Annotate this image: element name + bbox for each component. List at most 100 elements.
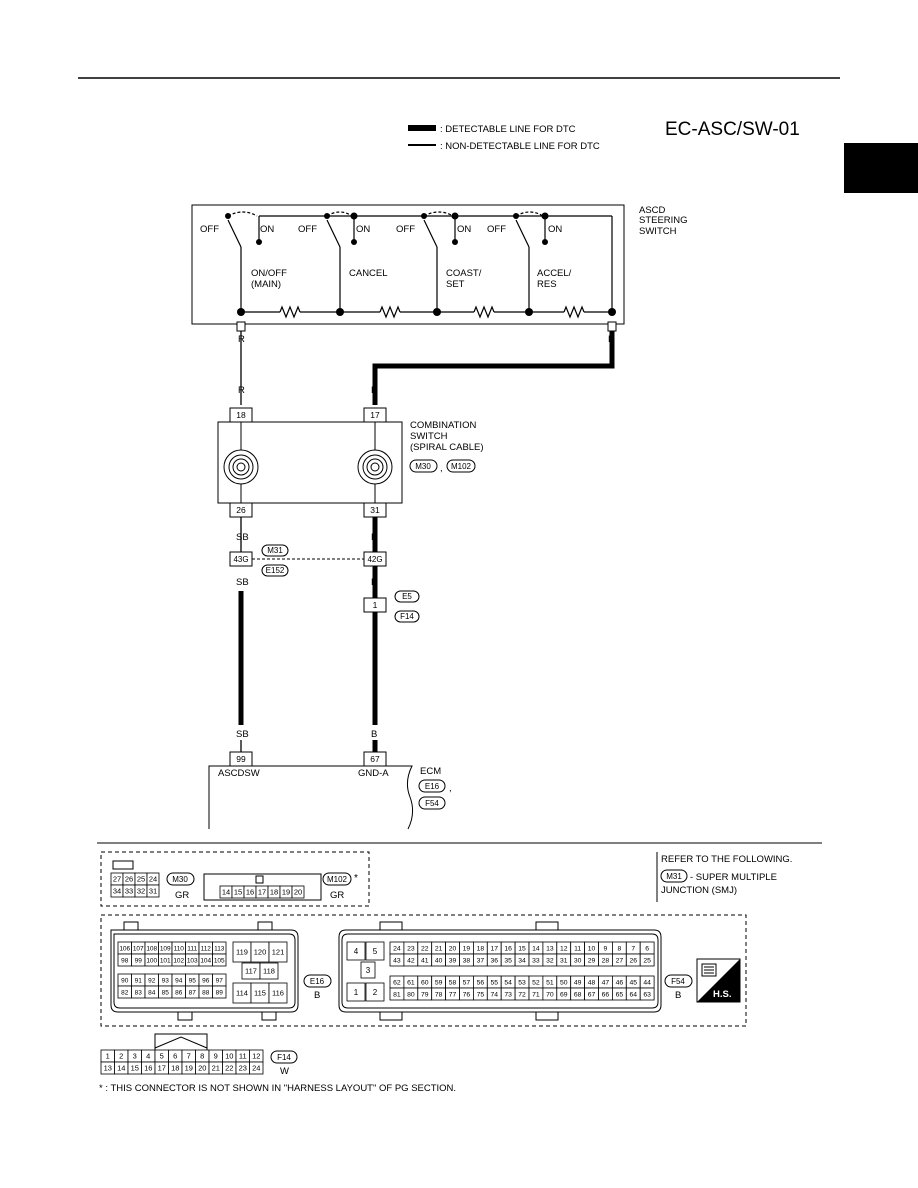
pin-number: 24 <box>393 945 401 952</box>
connector-m30-name: M30 <box>415 462 431 471</box>
pin-number: 63 <box>643 991 651 998</box>
pin-cell <box>268 941 288 963</box>
e16-view-tag <box>303 974 332 988</box>
wire-color-b-2: B <box>371 385 377 396</box>
pin-number: 13 <box>546 945 554 952</box>
refer-smj-text-2: JUNCTION (SMJ) <box>661 885 737 896</box>
terminal-31: 31 <box>370 505 380 515</box>
pin-number: 98 <box>121 957 129 964</box>
pin-number: 106 <box>119 945 130 952</box>
pin-cell <box>639 987 655 1001</box>
connector-m102-tag <box>446 459 476 473</box>
pin-number: 76 <box>463 991 471 998</box>
pin-number: 30 <box>574 957 582 964</box>
pin-number: 25 <box>643 957 651 964</box>
ecm-connectors-dashed-frame <box>100 914 747 1027</box>
pin-number: 6 <box>645 945 649 952</box>
pin-number: 31 <box>560 957 568 964</box>
pin-cell <box>249 1061 264 1075</box>
pin-number: 44 <box>643 979 651 986</box>
switch-internal-wiring <box>227 211 613 319</box>
connector-e5-name: E5 <box>402 592 412 601</box>
pin-number: 80 <box>407 991 415 998</box>
pin-number: 1 <box>106 1052 110 1061</box>
m30-view-tag <box>166 872 195 886</box>
pin-number: 38 <box>463 957 471 964</box>
pin-number: 101 <box>160 957 171 964</box>
switch-on-2: ON <box>356 224 370 235</box>
f54-housing <box>338 929 662 1013</box>
pin-number: 88 <box>202 989 210 996</box>
f14-view-name: F14 <box>277 1053 291 1062</box>
pin-number: 109 <box>160 945 171 952</box>
pin-number: 8 <box>617 945 621 952</box>
refer-heading: REFER TO THE FOLLOWING. <box>661 854 792 865</box>
connector-e16-name: E16 <box>425 782 440 791</box>
f14-view-tag <box>270 1050 298 1064</box>
m30-view-name: M30 <box>172 875 188 884</box>
pin-number: 56 <box>477 979 485 986</box>
e16-latch-2 <box>257 921 273 931</box>
pin-number: 117 <box>245 967 257 976</box>
pin-number: 14 <box>222 888 230 897</box>
pin-number: 12 <box>560 945 568 952</box>
pin-number: 96 <box>202 977 210 984</box>
pin-number: 40 <box>435 957 443 964</box>
pin-number: 46 <box>616 979 624 986</box>
connector-m30-tag <box>409 459 438 473</box>
switch-off-1: OFF <box>200 224 219 235</box>
connector-e152-name: E152 <box>266 566 285 575</box>
e16-inner-housing <box>113 933 296 1009</box>
pin-number: 107 <box>133 945 144 952</box>
pin-number: 77 <box>449 991 457 998</box>
pin-number: 23 <box>407 945 415 952</box>
pin-number: 33 <box>125 887 133 896</box>
f54-view-color: B <box>675 990 681 1001</box>
pin-number: 18 <box>270 888 278 897</box>
pin-number: 119 <box>236 948 248 957</box>
pin-number: 24 <box>149 875 157 884</box>
connector-e5-tag <box>394 590 420 603</box>
pin-number: 8 <box>200 1052 204 1061</box>
connector-m31-tag <box>261 544 289 557</box>
f54-view-tag <box>664 974 693 988</box>
pin-number: 7 <box>187 1052 191 1061</box>
pin-number: 14 <box>117 1064 125 1073</box>
ecm-terminal-67: 67 <box>370 754 380 764</box>
pin-number: 86 <box>175 989 183 996</box>
pin-number: 37 <box>477 957 485 964</box>
pin-number: 15 <box>131 1064 139 1073</box>
f14-key-chevron <box>154 1036 208 1049</box>
connector-f14-tag <box>394 610 420 623</box>
pin-number: 75 <box>477 991 485 998</box>
refer-m31-tag <box>660 869 688 883</box>
pin-number: 55 <box>490 979 498 986</box>
pin-number: 91 <box>135 977 143 984</box>
pin-number: 120 <box>254 948 267 957</box>
steering-switch-label-1: ASCD <box>639 205 666 216</box>
e16-latch-4 <box>261 1011 277 1021</box>
pin-number: 12 <box>252 1052 260 1061</box>
pin-number: 78 <box>435 991 443 998</box>
pin-number: 74 <box>490 991 498 998</box>
wire-b-detectable <box>372 331 615 405</box>
pin-number: 52 <box>532 979 540 986</box>
pin-number: 5 <box>160 1052 164 1061</box>
f54-latch-4 <box>535 1011 559 1021</box>
pin-number: 14 <box>532 945 540 952</box>
pin-number: 3 <box>133 1052 137 1061</box>
combination-switch-label-3: (SPIRAL CABLE) <box>410 442 484 453</box>
steering-switch-box <box>191 204 625 325</box>
pin-number: 121 <box>272 948 285 957</box>
pin-number: 26 <box>125 875 133 884</box>
pin-cell <box>212 953 227 967</box>
pin-number: 84 <box>148 989 156 996</box>
pin-number: 71 <box>532 991 540 998</box>
pin-number: 82 <box>121 989 129 996</box>
connector-f54-name: F54 <box>425 799 439 808</box>
pin-number: 112 <box>201 945 212 952</box>
pin-number: 45 <box>629 979 637 986</box>
